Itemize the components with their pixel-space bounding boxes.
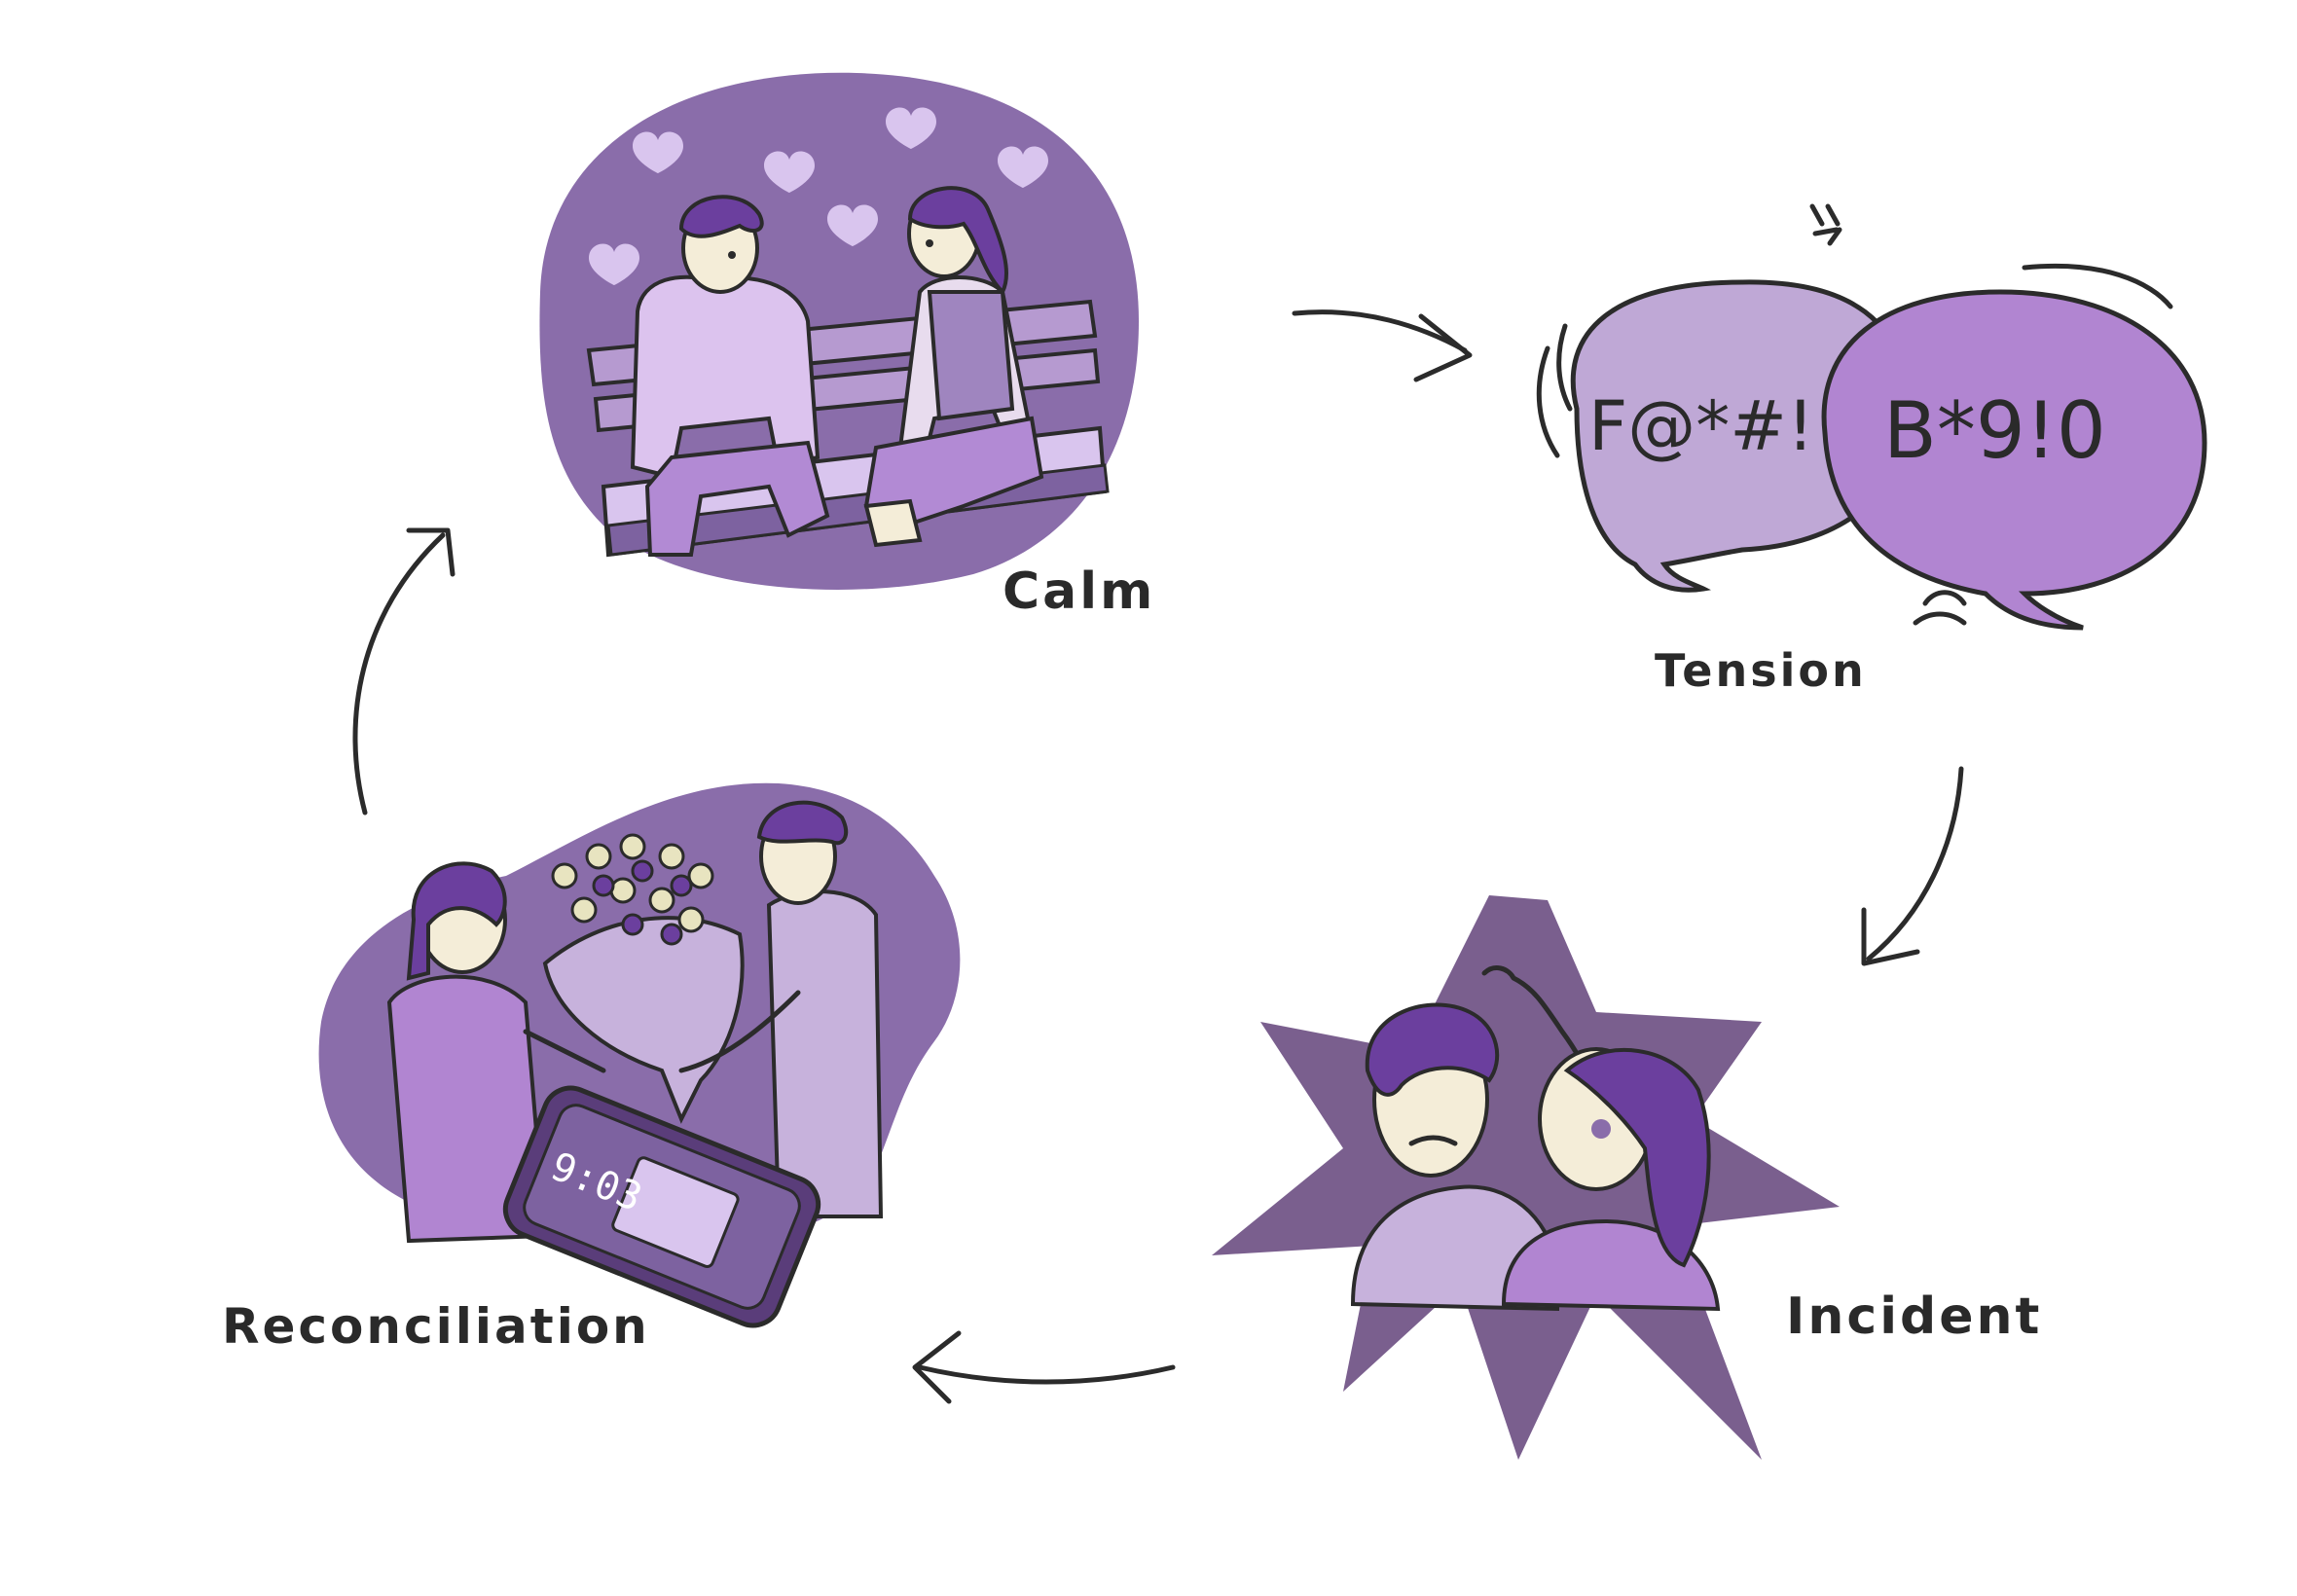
incident-label: Incident [1786,1288,2042,1346]
bubble-left-text: F@*#!! [1588,386,1841,466]
arrow-calm-to-tension-icon [1292,309,1473,382]
calm-label: Calm [1003,562,1155,621]
arrow-tension-to-incident-icon [1861,766,1964,966]
tension-illustration: F@*#!! B*9!0 [1536,203,2207,631]
man-sitting-icon [630,195,830,557]
hearts-icon [589,107,1048,285]
bubble-right-text: B*9!0 [1883,385,2106,476]
incident-illustration [1212,895,1840,1460]
anger-marks-icon [1536,203,2173,626]
arrow-reconciliation-to-calm-icon [352,527,456,816]
tension-label: Tension [1655,644,1867,697]
speech-bubble-left-icon [1570,279,1911,593]
reconciliation-illustration: 9:03 [318,782,961,1328]
reconciliation-label: Reconciliation [222,1298,650,1355]
calm-illustration [539,72,1139,590]
angry-man-icon [1350,1002,1559,1312]
speech-bubble-right-icon [1821,289,2207,631]
smartphone-icon: 9:03 [502,1085,821,1328]
star-burst-icon [1212,895,1840,1460]
woman-sitting-icon [863,186,1044,548]
arrow-incident-to-reconciliation-icon [912,1330,1176,1404]
surprised-woman-icon [386,861,606,1244]
man-giving-flowers-icon [678,800,884,1218]
woman-hitting-icon [1481,965,1721,1312]
